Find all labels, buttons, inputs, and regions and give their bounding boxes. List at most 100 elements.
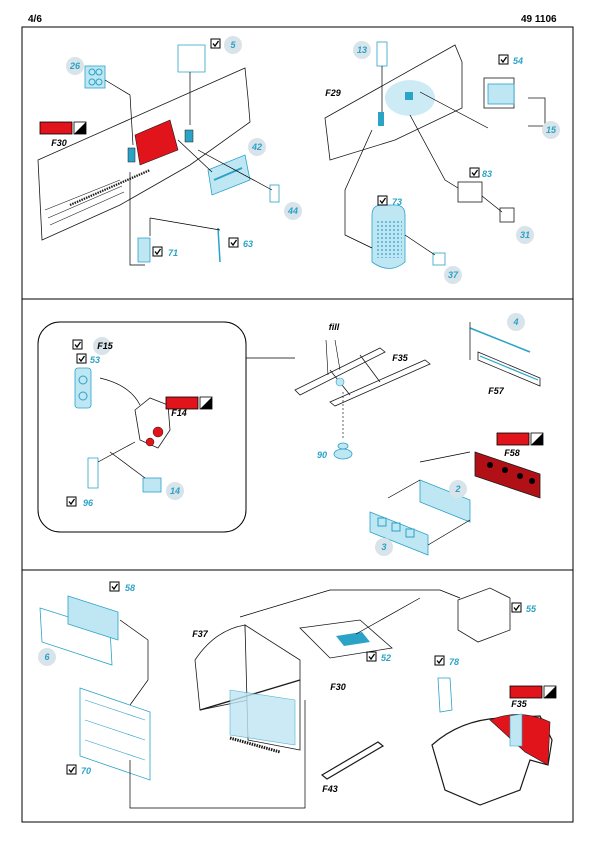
part-f57-shape (477, 351, 541, 387)
part-f37-seat (194, 624, 301, 754)
part-number-label: 83 (482, 169, 492, 179)
color-chip-f35-tub (509, 685, 557, 699)
kit-part-label: F37 (192, 629, 209, 639)
kit-part-label: F14 (171, 408, 187, 418)
part-number-label: 5 (230, 40, 236, 50)
part-15-shape (528, 97, 546, 127)
check-icon (109, 581, 120, 592)
color-chip-f30 (39, 121, 87, 135)
part-13-shape (376, 41, 388, 67)
part-number-label: 31 (520, 230, 530, 240)
part-number-label: 3 (381, 542, 386, 552)
kit-part-label: F30 (51, 138, 67, 148)
part-58-shape (67, 595, 119, 641)
callout-bubble (516, 226, 534, 244)
callout-bubble (507, 313, 525, 331)
kit-part-label: F30 (330, 682, 346, 692)
page-number: 4/6 (28, 14, 42, 25)
part-number-label: 26 (69, 61, 81, 71)
part-number-label: 73 (392, 197, 402, 207)
part-number-label: 58 (125, 583, 135, 593)
part-f14-assembly (134, 397, 171, 449)
color-chip-f58 (496, 432, 544, 446)
panel-1 (37, 41, 546, 269)
part-f35-frame (294, 347, 431, 407)
kit-part-label: F57 (488, 386, 505, 396)
part-number-label: 53 (90, 355, 100, 365)
part-96-shape (87, 457, 99, 489)
labels-layer: 2654244716313541583317337F30F29F1553F141… (38, 36, 560, 794)
catalog-number: 49 1106 (521, 14, 557, 25)
part-42-shape (207, 154, 251, 196)
part-number-label: 96 (83, 498, 94, 508)
callout-bubble (66, 57, 84, 75)
part-number-label: 44 (287, 206, 298, 216)
part-83-shape (457, 181, 483, 203)
part-63-shape (217, 227, 221, 263)
part-37-shape (432, 252, 446, 266)
red-panel (134, 119, 179, 166)
kit-part-label: F15 (97, 341, 114, 351)
part-number-label: 52 (381, 653, 391, 663)
part-14-shape (142, 477, 162, 493)
callout-bubble (248, 138, 266, 156)
check-icon (210, 38, 221, 49)
kit-part-label: F58 (504, 448, 520, 458)
part-number-label: 55 (526, 604, 537, 614)
check-icon (498, 54, 509, 65)
check-icon (76, 353, 87, 364)
callout-bubble (166, 482, 184, 500)
check-icon (434, 655, 445, 666)
part-31-shape (499, 207, 515, 223)
callout-bubble (375, 538, 393, 556)
part-number-label: 4 (512, 317, 518, 327)
callout-bubble (444, 266, 462, 284)
part-71-shape (137, 237, 151, 263)
callout-bubble (542, 121, 560, 139)
callout-bubble (93, 337, 111, 355)
part-f58-panel (474, 451, 541, 499)
part-78-shape (437, 677, 453, 713)
check-icon (72, 339, 83, 350)
callout-bubble (284, 202, 302, 220)
part-number-label: 90 (317, 450, 327, 460)
part-52-shape (299, 619, 393, 659)
part-90-shape (333, 442, 353, 460)
part-number-label: 6 (44, 652, 50, 662)
part-number-label: 70 (81, 766, 91, 776)
part-f43-shape (320, 741, 385, 780)
part-53-shape (74, 367, 92, 409)
panel-2 (37, 321, 544, 556)
callout-bubble (38, 648, 56, 666)
part-number-label: 42 (251, 142, 262, 152)
check-icon (377, 195, 388, 206)
part-5-shape (177, 44, 206, 73)
check-icon (228, 237, 239, 248)
part-54-shape (483, 77, 515, 109)
fill-label: fill (329, 322, 340, 332)
kit-part-label: F29 (325, 88, 341, 98)
kit-part-label: F43 (322, 784, 338, 794)
part-number-label: 71 (168, 248, 178, 258)
part-4-shape (469, 327, 531, 353)
check-icon (469, 167, 480, 178)
callout-bubble (353, 41, 371, 59)
part-3-shape (369, 511, 429, 556)
part-number-label: 63 (243, 239, 253, 249)
part-26-shape (84, 65, 106, 89)
part-number-label: 14 (170, 486, 180, 496)
part-number-label: 78 (449, 657, 459, 667)
check-icon (511, 602, 522, 613)
callout-bubble (224, 36, 242, 54)
part-f35-tub (431, 713, 553, 806)
part-number-label: 37 (448, 270, 459, 280)
part-number-label: 2 (454, 484, 460, 494)
check-icon (66, 496, 77, 507)
part-number-label: 54 (513, 56, 523, 66)
kit-part-label: F35 (511, 699, 528, 709)
part-55-shape (457, 587, 511, 643)
check-icon (152, 246, 163, 257)
panel-3 (39, 587, 557, 809)
part-number-label: 13 (357, 45, 367, 55)
